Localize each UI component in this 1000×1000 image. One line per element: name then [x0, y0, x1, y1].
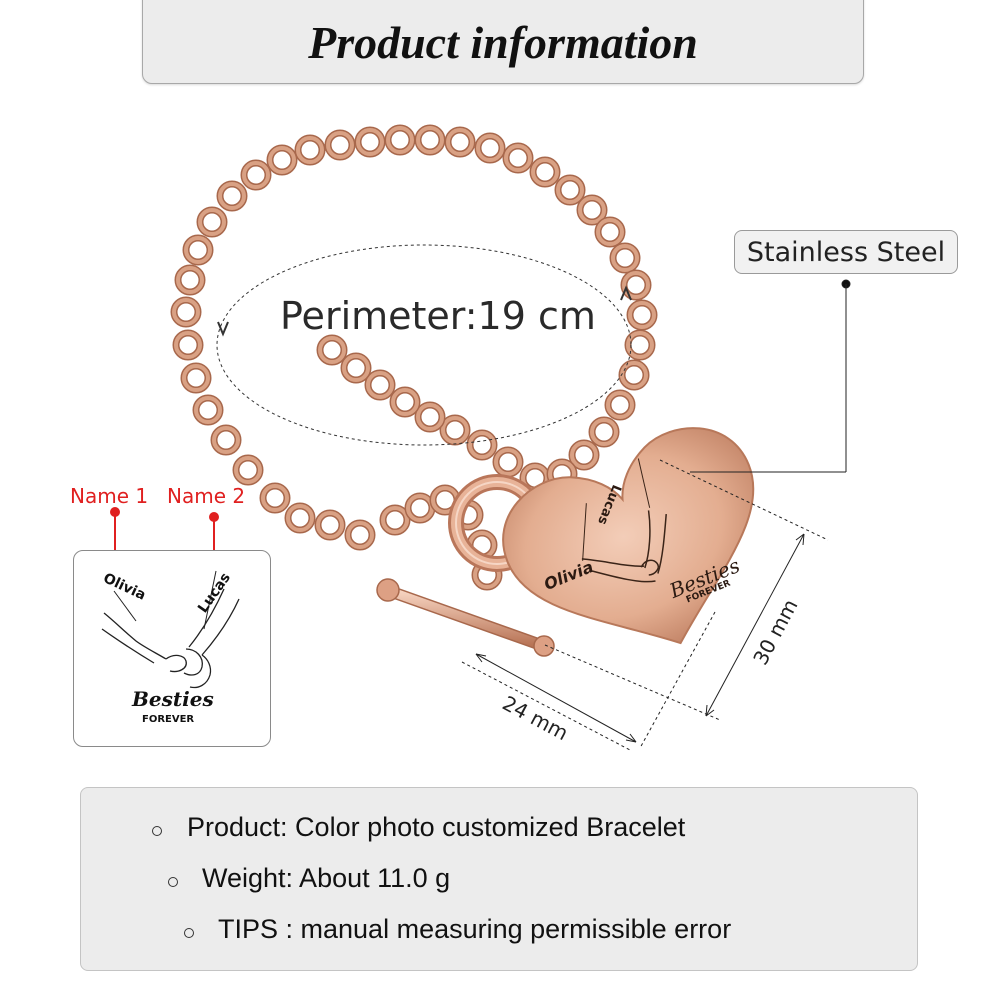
chain-link-highlight: [596, 218, 624, 246]
page-title: Product information: [308, 16, 698, 68]
chain-link-highlight: [172, 298, 200, 326]
chain-link-highlight: [468, 431, 496, 459]
toggle-bar: [376, 578, 555, 657]
material-label: Stainless Steel: [734, 230, 958, 274]
title-banner: Product information: [142, 0, 864, 84]
chain-link-highlight: [356, 128, 384, 156]
chain-link-highlight: [184, 236, 212, 264]
preview-sub: FOREVER: [142, 714, 195, 725]
chain-link-highlight: [416, 403, 444, 431]
chain-link-highlight: [622, 271, 650, 299]
chain-link-highlight: [286, 504, 314, 532]
name2-label: Name 2: [167, 484, 246, 508]
chain-link-highlight: [441, 416, 469, 444]
info-panel: Product: Color photo customized Bracelet…: [80, 787, 918, 971]
chain-link-highlight: [556, 176, 584, 204]
chain-link-highlight: [176, 266, 204, 294]
bullet-icon: [168, 877, 178, 887]
chain-link-highlight: [406, 494, 434, 522]
design-preview: Olivia Lucas Besties FOREVER: [73, 550, 271, 747]
chain-link-highlight: [628, 301, 656, 329]
chain-link-highlight: [318, 336, 346, 364]
chain-link-highlight: [590, 418, 618, 446]
perimeter-ellipse: [216, 244, 632, 446]
chain-link-highlight: [194, 396, 222, 424]
preview-script: Besties: [132, 687, 214, 711]
chain-link-highlight: [326, 131, 354, 159]
material-leader: [690, 279, 851, 473]
chain-link-highlight: [242, 161, 270, 189]
chain-link-highlight: [626, 331, 654, 359]
chain-link-highlight: [234, 456, 262, 484]
chain-link-highlight: [386, 126, 414, 154]
chain-link-highlight: [346, 521, 374, 549]
chain-link-highlight: [261, 484, 289, 512]
chain-link-highlight: [570, 441, 598, 469]
info-weight: Weight: About 11.0 g: [202, 863, 451, 893]
perimeter-arrow-right: [620, 285, 632, 301]
chain-link-highlight: [446, 128, 474, 156]
chain-link-highlight: [268, 146, 296, 174]
chain-link-highlight: [296, 136, 324, 164]
heart-pendant: [502, 427, 755, 645]
chain-link-highlight: [391, 388, 419, 416]
chain-link-highlight: [606, 391, 634, 419]
chain-link-highlight: [611, 244, 639, 272]
chain-link-highlight: [218, 182, 246, 210]
dimension-lines: [461, 459, 829, 751]
chain-link-highlight: [212, 426, 240, 454]
chain-link-highlight: [174, 331, 202, 359]
chain-link-highlight: [476, 134, 504, 162]
chain-link-highlight: [182, 364, 210, 392]
chain-link-highlight: [198, 208, 226, 236]
chain-link-highlight: [366, 371, 394, 399]
chain-link-highlight: [578, 196, 606, 224]
chain-link-highlight: [416, 126, 444, 154]
bullet-icon: [184, 928, 194, 938]
perimeter-label: Perimeter:19 cm: [280, 294, 596, 338]
info-product: Product: Color photo customized Bracelet: [187, 812, 686, 842]
chain-link-highlight: [620, 361, 648, 389]
hands-drawing: [101, 570, 240, 689]
info-tips: TIPS : manual measuring permissible erro…: [218, 914, 732, 944]
perimeter-arrow-left: [217, 321, 229, 337]
chain-link-highlight: [342, 354, 370, 382]
name1-label: Name 1: [70, 484, 149, 508]
bullet-icon: [152, 826, 162, 836]
chain-link-highlight: [531, 158, 559, 186]
chain-link-highlight: [504, 144, 532, 172]
chain-link-highlight: [381, 506, 409, 534]
chain-link-highlight: [316, 511, 344, 539]
chain-link-highlight: [494, 448, 522, 476]
